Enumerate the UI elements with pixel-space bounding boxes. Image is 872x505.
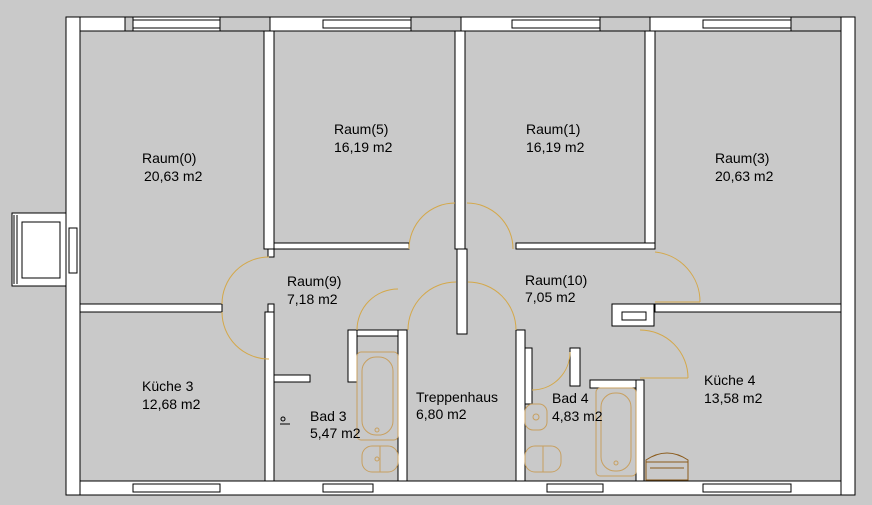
wall-interior: [79, 303, 223, 313]
wall-interior: [569, 347, 581, 387]
room-area-kueche-3: 12,68 m2: [142, 396, 201, 412]
room-name-raum-10: Raum(10): [525, 272, 587, 288]
room-area-raum-10: 7,05 m2: [525, 289, 576, 305]
wall-pier: [219, 16, 271, 32]
wall-interior: [347, 329, 358, 383]
wall-right: [840, 16, 856, 496]
fixtures: [280, 351, 689, 481]
room-name-raum-5: Raum(5): [334, 121, 388, 137]
door-arc: [356, 288, 399, 331]
door-arc: [407, 281, 457, 331]
wall-interior: [267, 248, 275, 258]
toilet-icon: [361, 445, 399, 473]
window: [322, 483, 374, 493]
wall-pier: [124, 16, 134, 32]
wall-interior: [397, 329, 408, 482]
bathtub-icon: [356, 351, 399, 441]
room-name-bad-3: Bad 3: [310, 408, 347, 424]
window: [132, 483, 221, 493]
room-name-raum-9: Raum(9): [287, 273, 341, 289]
window: [132, 19, 221, 29]
wall-interior: [524, 347, 533, 405]
interior-walls: [79, 30, 842, 482]
wall-interior: [515, 329, 526, 482]
window: [702, 19, 792, 29]
wall-interior: [273, 374, 311, 383]
wall-interior: [273, 242, 410, 250]
wall-interior: [264, 311, 275, 482]
room-area-raum-9: 7,18 m2: [287, 291, 338, 307]
room-name-bad-4: Bad 4: [552, 390, 589, 406]
door-arc: [221, 256, 270, 305]
window-dividers: [124, 16, 842, 32]
wall-interior: [635, 379, 645, 482]
wall-pier: [790, 16, 842, 32]
room-name-raum-3: Raum(3): [715, 150, 769, 166]
sink-icon: [524, 403, 548, 431]
wall-pier: [599, 16, 651, 32]
window: [702, 483, 792, 493]
balcony-inner: [21, 221, 61, 279]
room-area-bad-4: 4,83 m2: [552, 408, 603, 424]
door-arc: [408, 202, 456, 250]
room-name-raum-0: Raum(0): [142, 150, 196, 166]
room-name-kueche-3: Küche 3: [142, 378, 194, 394]
wall-interior: [267, 303, 275, 313]
room-area-treppenhaus: 6,80 m2: [416, 406, 467, 422]
window: [68, 227, 78, 274]
wall-pier: [410, 16, 462, 32]
balcony: [11, 212, 67, 287]
toilet-icon: [524, 445, 562, 473]
room-name-kueche-4: Küche 4: [704, 372, 756, 388]
room-area-kueche-4: 13,58 m2: [704, 390, 763, 406]
door-arc: [467, 281, 517, 331]
door-arc: [221, 311, 270, 360]
room-name-treppenhaus: Treppenhaus: [416, 389, 498, 405]
door-arc: [639, 329, 689, 379]
wall-interior: [456, 248, 468, 335]
room-area-bad-3: 5,47 m2: [310, 425, 361, 441]
door-arc: [531, 351, 571, 391]
wall-interior: [454, 30, 466, 250]
wall-interior: [589, 379, 643, 389]
wall-interior: [356, 329, 399, 337]
wall-interior: [654, 303, 842, 313]
room-area-raum-3: 20,63 m2: [715, 168, 774, 184]
bathtub-icon: [595, 387, 637, 477]
room-area-raum-0: 20,63 m2: [144, 168, 203, 184]
wall-interior: [515, 242, 656, 250]
window: [322, 19, 412, 29]
room-area-raum-5: 16,19 m2: [334, 139, 393, 155]
door-arc: [654, 251, 701, 303]
room-labels: Raum(0) 20,63 m2 Raum(5) 16,19 m2 Raum(1…: [142, 121, 774, 441]
sink-icon: [280, 416, 290, 425]
room-name-raum-1: Raum(1): [526, 121, 580, 137]
door-arc: [466, 202, 514, 250]
wall-interior: [621, 311, 647, 321]
wall-interior: [263, 30, 275, 250]
wall-interior: [644, 30, 656, 250]
window: [511, 19, 601, 29]
stove-icon: [645, 452, 689, 481]
room-area-raum-1: 16,19 m2: [526, 139, 585, 155]
window: [546, 483, 604, 493]
doors: [221, 202, 701, 391]
